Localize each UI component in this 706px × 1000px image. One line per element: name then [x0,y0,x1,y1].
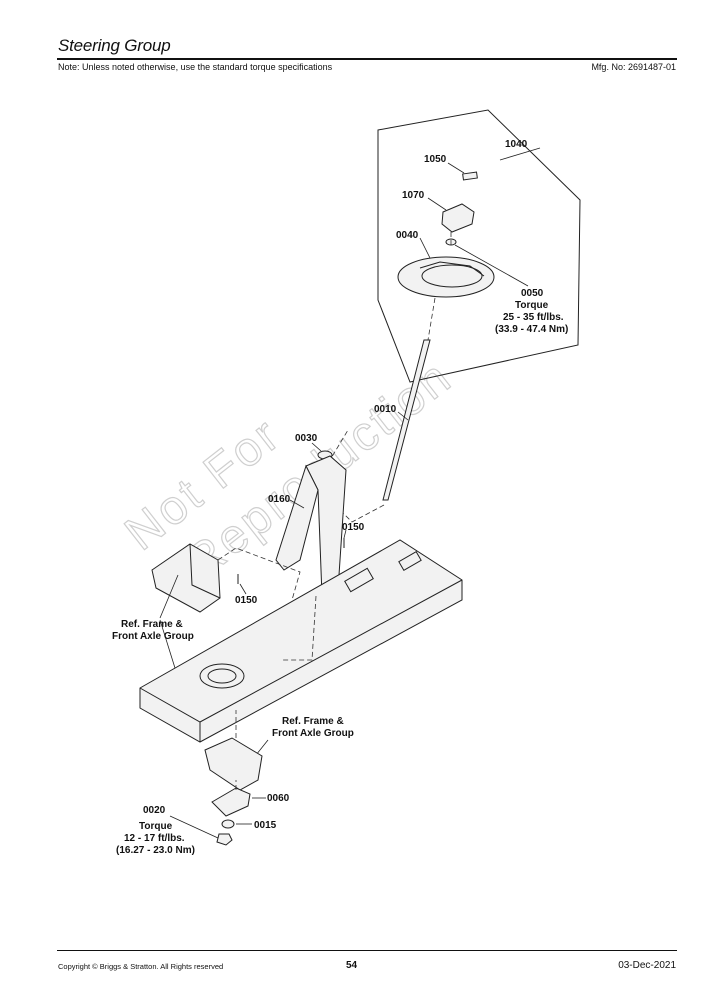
footer-rule [57,950,677,951]
header-rule [57,58,677,60]
callout-0150-left: 0150 [235,595,258,606]
torque-note: Note: Unless noted otherwise, use the st… [58,62,333,72]
lower-bracket [204,710,263,791]
torque-ft-0050: 25 - 35 ft/lbs. [503,312,564,323]
callout-1040: 1040 [505,139,528,150]
callout-0020: 0020 [143,805,166,816]
ref-frame-1-line1: Ref. Frame & [121,619,183,630]
callout-0010: 0010 [374,404,397,415]
callout-0150-upper: 0150 [342,522,365,533]
torque-nm-0050: (33.9 - 47.4 Nm) [495,324,568,335]
steering-wheel-inset: 1040 1050 1070 0040 0050 Torque 25 - 35 … [377,109,581,383]
callout-0030: 0030 [295,433,318,444]
torque-nm-0020: (16.27 - 23.0 Nm) [116,845,195,856]
ref-frame-2-line1: Ref. Frame & [282,716,344,727]
callout-1070: 1070 [402,190,425,201]
steering-arm-0060: 0060 [211,780,290,817]
decal-1050 [462,171,478,181]
ref-frame-2-line2: Front Axle Group [272,728,354,739]
torque-ft-0020: 12 - 17 ft/lbs. [124,833,185,844]
wheel-cap-1070 [441,203,475,233]
bushing-0015: 0015 [221,819,277,831]
left-bracket: 0150 [151,543,301,613]
ref-frame-1-line2: Front Axle Group [112,631,194,642]
main-frame [139,539,463,743]
bolt-0150-upper: 0150 [342,522,365,548]
mfg-number: Mfg. No: 2691487-01 [591,62,676,72]
torque-label-0050: Torque [515,300,549,311]
nut-0020: 0020 Torque 12 - 17 ft/lbs. (16.27 - 23.… [116,805,233,856]
callout-0060: 0060 [267,793,290,804]
callout-1050: 1050 [424,154,447,165]
copyright-text: Copyright © Briggs & Stratton. All Right… [58,962,224,971]
torque-label-0020: Torque [139,821,173,832]
callout-0050: 0050 [521,288,544,299]
callout-0040: 0040 [396,230,419,241]
callout-0160: 0160 [268,494,291,505]
callout-0015: 0015 [254,820,277,831]
publish-date: 03-Dec-2021 [618,960,676,971]
page-number: 54 [346,960,358,971]
page-title: Steering Group [58,36,171,55]
